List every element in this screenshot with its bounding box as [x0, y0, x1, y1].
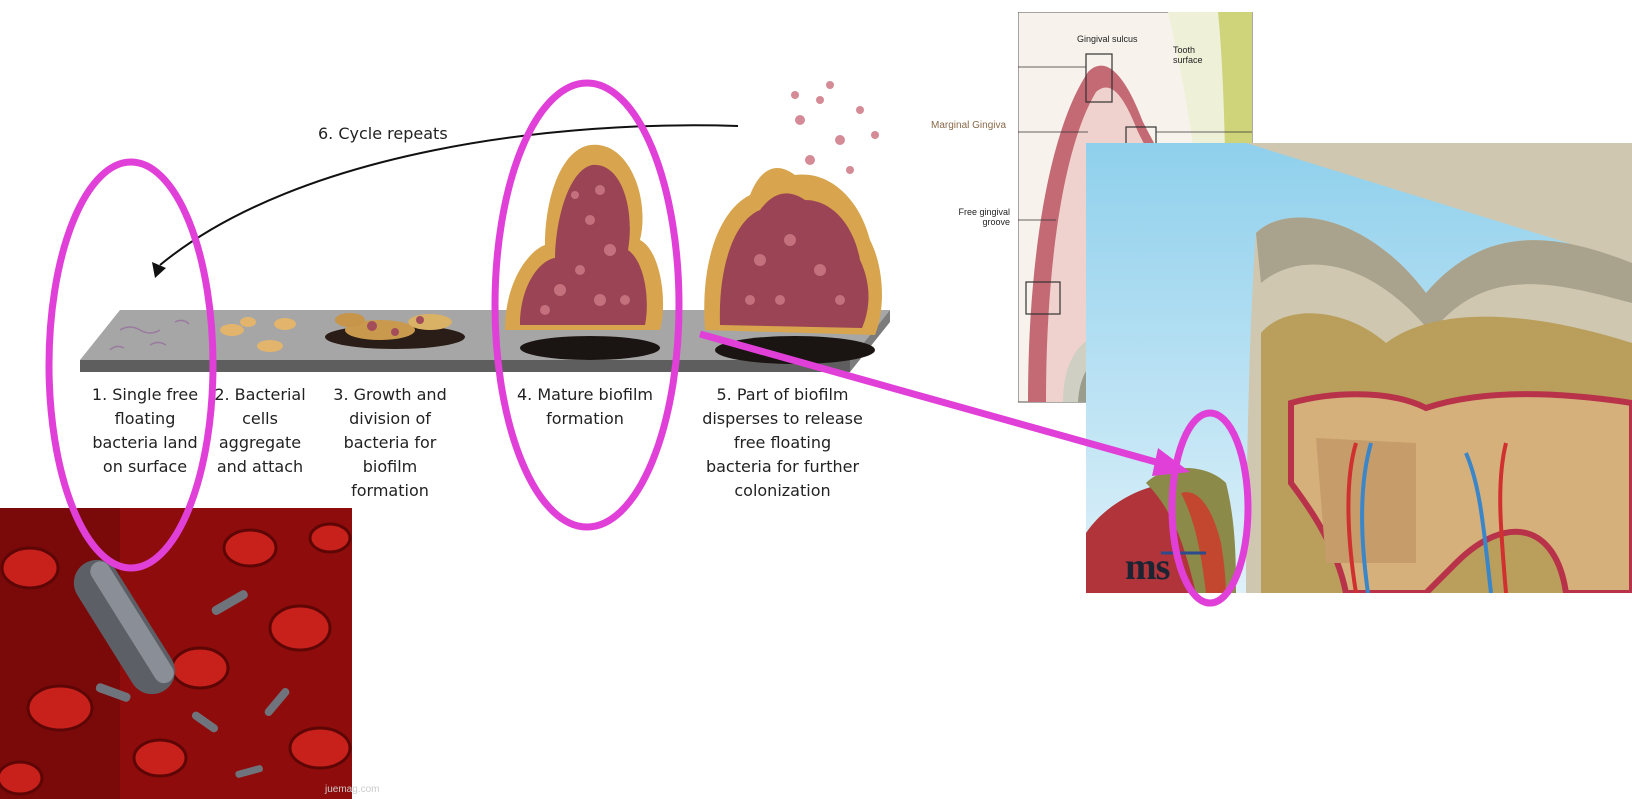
- highlight-ellipse-stage4: [495, 83, 679, 527]
- highlight-ellipse-gumline: [1172, 413, 1248, 603]
- highlight-connector-arrow: [700, 334, 1170, 466]
- highlight-connector-arrowhead: [1152, 448, 1190, 476]
- highlight-ellipse-stage1: [49, 162, 213, 568]
